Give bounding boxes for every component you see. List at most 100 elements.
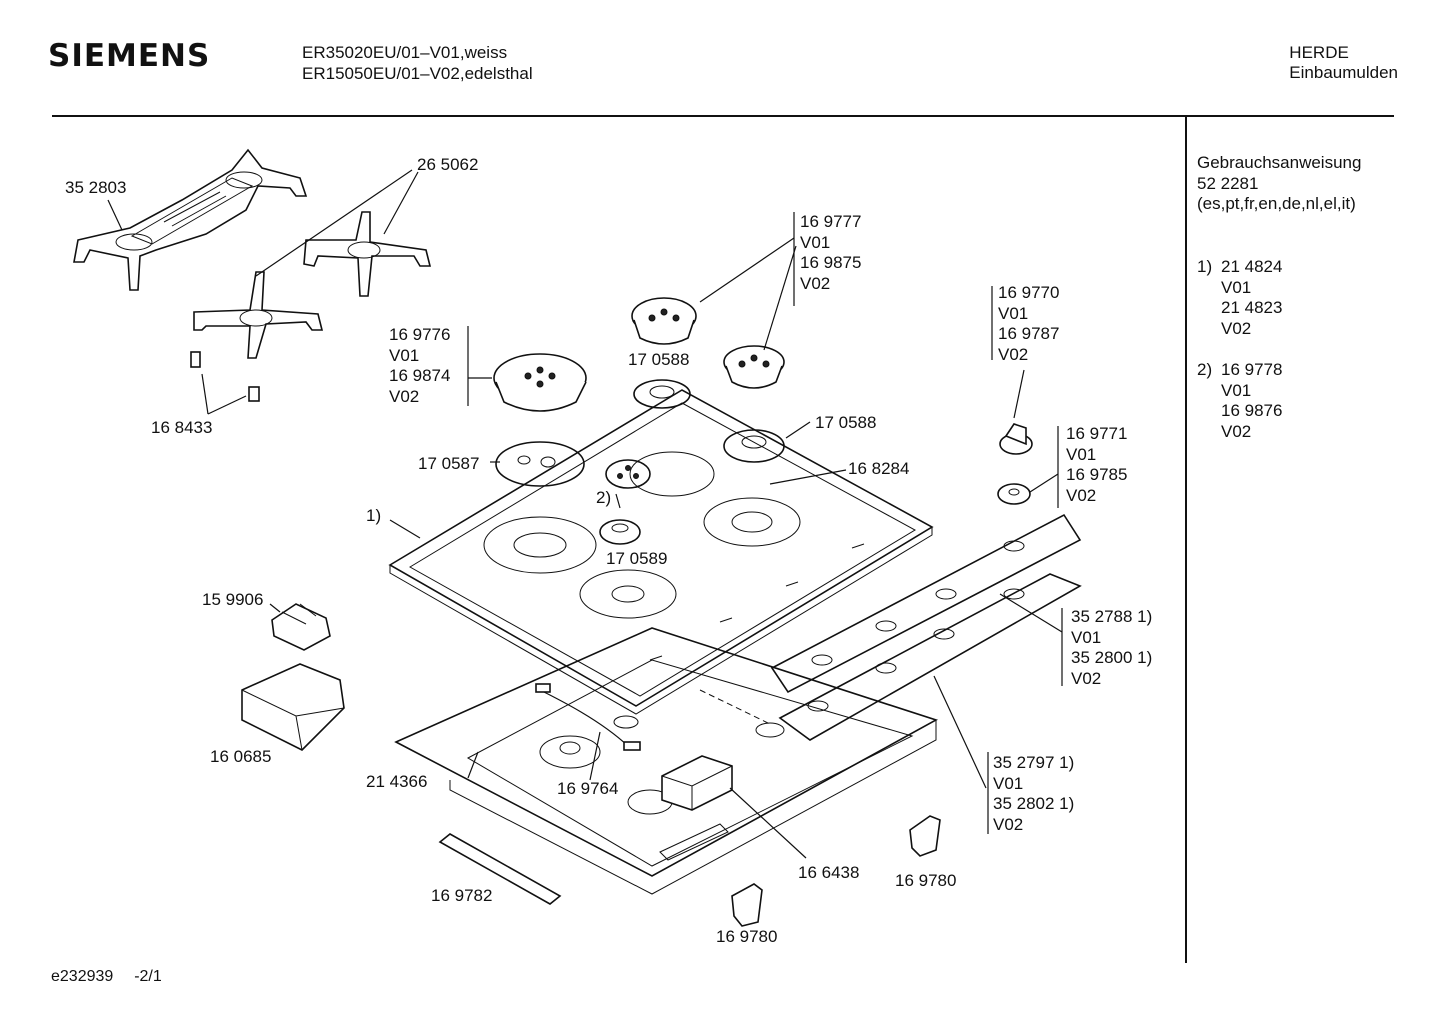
part-number: 16 9771: [1066, 424, 1128, 443]
burner-small: [605, 459, 651, 489]
part-label-160685: 16 0685: [210, 747, 272, 766]
category-line-2: Einbaumulden: [1289, 63, 1398, 82]
part-number: 16 9874: [389, 366, 451, 385]
note-1-marker: 1): [1197, 257, 1213, 276]
part-number: 35 2788 1): [1071, 607, 1153, 626]
part-group-169771: 16 9771 V01 16 9785 V02: [1066, 424, 1127, 506]
manual-languages: (es,pt,fr,en,de,nl,el,it): [1197, 194, 1356, 213]
part-group-169770: 16 9770 V01 16 9787 V02: [998, 283, 1059, 365]
burner-head-large: [495, 441, 585, 487]
part-label-note-2: 2): [596, 488, 612, 507]
leader-lines: [107, 169, 1063, 859]
category-line-1: HERDE: [1289, 43, 1349, 62]
sidebar-divider: [1185, 117, 1187, 963]
hob-top-plate: [388, 389, 934, 715]
burner-head-top: [633, 379, 691, 409]
burner-cap-top: [631, 297, 697, 345]
part-group-169776: 16 9776 V01 16 9874 V02: [389, 325, 450, 407]
variant: V02: [1071, 668, 1102, 688]
variant: V02: [800, 273, 831, 293]
part-group-169777: 16 9777 V01 16 9875 V02: [800, 212, 861, 294]
burner-cap-right: [723, 345, 785, 389]
variant: V01: [998, 303, 1029, 323]
burner-head-small: [599, 519, 641, 545]
part-label-166438: 16 6438: [798, 863, 860, 882]
note-2-parts: 16 9778 V01 16 9876 V02: [1221, 360, 1282, 442]
part-number: 16 9787: [998, 324, 1060, 343]
variant: V02: [998, 344, 1029, 364]
variant: V01: [389, 345, 420, 365]
note-2-line: 16 9778: [1221, 360, 1283, 379]
page-number: -2/1: [134, 968, 162, 985]
note-1-line: V02: [1221, 318, 1252, 338]
part-label-170588: 17 0588: [815, 413, 877, 432]
note-2-line: V02: [1221, 421, 1252, 441]
control-knob: [999, 423, 1033, 455]
part-label-169780: 16 9780: [895, 871, 957, 890]
manual-number: 52 2281: [1197, 173, 1259, 193]
variant: V01: [1066, 444, 1097, 464]
ignition-module: [661, 755, 733, 811]
part-number: 16 9875: [800, 253, 862, 272]
part-label-170588: 17 0588: [628, 350, 690, 369]
pan-support-small-center: [193, 271, 324, 359]
model-numbers: ER35020EU/01–V01,weiss ER15050EU/01–V02,…: [302, 42, 533, 84]
terminal-cover: [241, 663, 345, 751]
drawing-id: e232939: [51, 968, 114, 985]
header-divider: [52, 115, 1394, 117]
manual-title: Gebrauchsanweisung: [1197, 153, 1362, 172]
note-1-line: V01: [1221, 277, 1252, 297]
variant: V01: [993, 773, 1024, 793]
burner-cap-large: [493, 353, 587, 412]
part-label-168284: 16 8284: [848, 459, 910, 478]
control-panel-back: [778, 573, 1082, 741]
part-label-214366: 21 4366: [366, 772, 428, 791]
part-number: 16 9776: [389, 325, 451, 344]
seal-strip: [438, 833, 562, 905]
variant: V02: [1066, 485, 1097, 505]
part-number: 16 9770: [998, 283, 1060, 302]
assembly-guide: [699, 689, 771, 725]
variant: V01: [800, 232, 831, 252]
part-group-352788: 35 2788 1) V01 35 2800 1) V02: [1071, 607, 1152, 689]
drawing-reference: e232939 -2/1: [51, 968, 162, 986]
part-number: 35 2797 1): [993, 753, 1075, 772]
pan-support-large: [73, 148, 308, 291]
rubber-foot: [248, 386, 260, 402]
ignition-wire: [535, 683, 641, 751]
note-2-marker: 2): [1197, 360, 1213, 379]
variant: V02: [993, 814, 1024, 834]
part-label-169764: 16 9764: [557, 779, 619, 798]
note-1-parts: 21 4824 V01 21 4823 V02: [1221, 257, 1282, 339]
note-2-line: V01: [1221, 380, 1252, 400]
note-1-line: 21 4823: [1221, 298, 1283, 317]
variant: V02: [389, 386, 420, 406]
mounting-bracket: [909, 815, 941, 857]
part-label-169780: 16 9780: [716, 927, 778, 946]
note-1-line: 21 4824: [1221, 257, 1283, 276]
part-group-352797: 35 2797 1) V01 35 2802 1) V02: [993, 753, 1074, 835]
part-number: 16 9785: [1066, 465, 1128, 484]
pan-support-small-right: [303, 211, 432, 297]
burner-head-right: [723, 429, 785, 463]
model-line-1: ER35020EU/01–V01,weiss: [302, 43, 508, 62]
note-2-line: 16 9876: [1221, 401, 1283, 420]
part-label-168433: 16 8433: [151, 418, 213, 437]
hob-base-tray: [394, 627, 939, 895]
model-line-2: ER15050EU/01–V02,edelsthal: [302, 64, 533, 83]
control-panel-front: [770, 513, 1082, 694]
part-label-159906: 15 9906: [202, 590, 264, 609]
part-label-170589: 17 0589: [606, 549, 668, 568]
mounting-bracket: [731, 883, 763, 927]
part-number: 16 9777: [800, 212, 862, 231]
part-label-352803: 35 2803: [65, 178, 127, 197]
part-label-265062: 26 5062: [417, 155, 479, 174]
knob-bezel: [997, 483, 1031, 505]
rubber-foot: [190, 351, 201, 368]
switch-unit: [271, 603, 331, 651]
part-label-170587: 17 0587: [418, 454, 480, 473]
manual-reference: Gebrauchsanweisung 52 2281 (es,pt,fr,en,…: [1197, 153, 1361, 215]
part-number: 35 2800 1): [1071, 648, 1153, 667]
variant: V01: [1071, 627, 1102, 647]
